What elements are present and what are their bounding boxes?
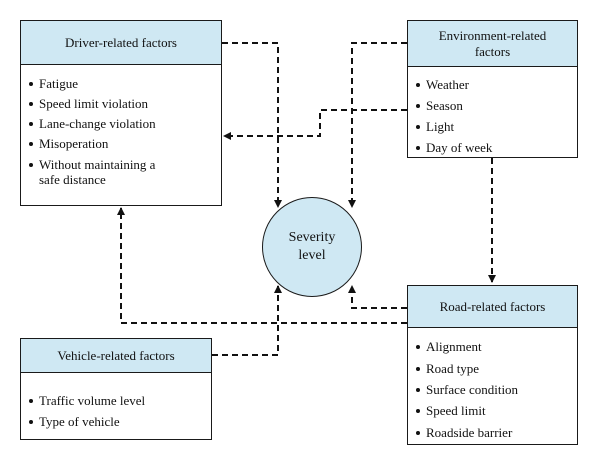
bullet-icon	[416, 409, 420, 413]
list-item: Alignment	[416, 339, 571, 354]
road-factors-title: Road-related factors	[408, 286, 577, 328]
severity-level-label: Severity level	[288, 230, 336, 263]
road-factors-box: Road-related factors Alignment Road type…	[407, 285, 578, 445]
bullet-icon	[416, 431, 420, 435]
bullet-icon	[29, 102, 33, 106]
bullet-icon	[416, 104, 420, 108]
bullet-icon	[29, 163, 33, 167]
bullet-icon	[416, 83, 420, 87]
list-item: Day of week	[416, 140, 571, 155]
list-item: Traffic volume level	[29, 393, 205, 408]
environment-factors-box: Environment-related factors Weather Seas…	[407, 20, 578, 158]
bullet-icon	[416, 146, 420, 150]
list-item: Roadside barrier	[416, 425, 571, 440]
arrow-environment-to-severity	[348, 42, 407, 208]
bullet-icon	[416, 388, 420, 392]
list-item: Surface condition	[416, 382, 571, 397]
arrow-road-to-driver	[117, 207, 407, 324]
bullet-icon	[416, 345, 420, 349]
bullet-icon	[416, 367, 420, 371]
vehicle-factors-title: Vehicle-related factors	[21, 339, 211, 373]
list-item: Lane-change violation	[29, 116, 215, 131]
vehicle-factors-box: Vehicle-related factors Traffic volume l…	[20, 338, 212, 440]
severity-level-node: Severity level	[262, 197, 362, 297]
environment-factors-title: Environment-related factors	[408, 21, 577, 67]
arrow-road-to-severity	[348, 285, 407, 309]
list-item: Road type	[416, 361, 571, 376]
list-item: Weather	[416, 77, 571, 92]
bullet-icon	[29, 142, 33, 146]
list-item: Type of vehicle	[29, 414, 205, 429]
list-item: Season	[416, 98, 571, 113]
list-item: Speed limit	[416, 403, 571, 418]
list-item: Fatigue	[29, 76, 215, 91]
arrow-environment-to-driver	[223, 109, 407, 140]
driver-factors-box: Driver-related factors Fatigue Speed lim…	[20, 20, 222, 206]
bullet-icon	[29, 82, 33, 86]
list-item: Speed limit violation	[29, 96, 215, 111]
bullet-icon	[29, 122, 33, 126]
list-item: Without maintaining a safe distance	[29, 157, 179, 187]
list-item: Misoperation	[29, 136, 215, 151]
arrow-vehicle-to-severity	[212, 285, 282, 356]
bullet-icon	[29, 399, 33, 403]
bullet-icon	[416, 125, 420, 129]
arrow-driver-to-severity	[222, 42, 282, 208]
list-item: Light	[416, 119, 571, 134]
bullet-icon	[29, 420, 33, 424]
driver-factors-title: Driver-related factors	[21, 21, 221, 65]
